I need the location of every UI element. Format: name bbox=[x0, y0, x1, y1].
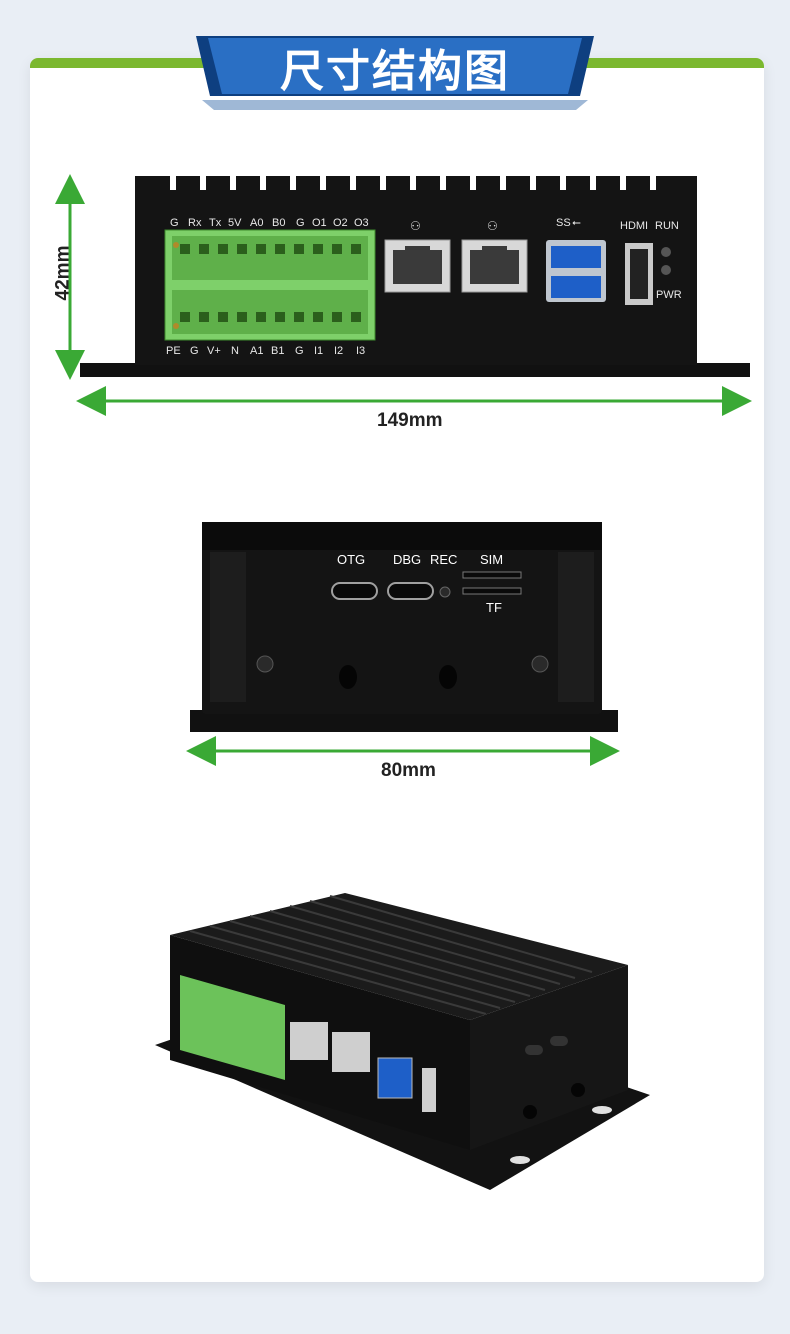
rec-label: REC bbox=[430, 552, 457, 567]
terminal-top-label: B0 bbox=[272, 217, 285, 229]
usb-port-3d bbox=[377, 1057, 413, 1099]
terminal-bottom-label: PE bbox=[166, 345, 181, 357]
terminal-top-label: 5V bbox=[228, 217, 242, 229]
terminal-top-label: G bbox=[296, 217, 305, 229]
hdmi-label: HDMI bbox=[620, 220, 648, 232]
terminal-bottom-label: G bbox=[190, 345, 199, 357]
hdmi-port-3d bbox=[422, 1068, 436, 1112]
terminal-top-label: Rx bbox=[188, 217, 202, 229]
terminal-bottom-label: I2 bbox=[334, 345, 343, 357]
network-icon: ⚇ bbox=[487, 219, 498, 233]
width-label: 80mm bbox=[381, 760, 436, 781]
mount-hole bbox=[439, 665, 457, 689]
fin-gaps bbox=[170, 176, 656, 190]
mount-hole-3d bbox=[571, 1083, 585, 1097]
terminal-top-label: O1 bbox=[312, 217, 327, 229]
run-led bbox=[661, 247, 671, 257]
terminal-top-labels: G Rx Tx 5V A0 B0 G O1 O2 O3 bbox=[170, 217, 369, 229]
base-hole bbox=[510, 1156, 530, 1164]
ethernet-port-3d bbox=[290, 1022, 328, 1060]
otg-label: OTG bbox=[337, 552, 365, 567]
base-hole bbox=[592, 1106, 612, 1114]
ethernet-port-1 bbox=[384, 239, 451, 293]
dbg-label: DBG bbox=[393, 552, 421, 567]
ethernet-port-3d bbox=[332, 1032, 370, 1072]
page-title: 尺寸结构图 bbox=[280, 47, 510, 96]
pwr-label: PWR bbox=[656, 289, 682, 301]
otg-port bbox=[331, 582, 378, 600]
terminal-bottom-label: I3 bbox=[356, 345, 365, 357]
usb-icon: ⭠ bbox=[572, 217, 581, 229]
terminal-bottom-label: V+ bbox=[207, 345, 221, 357]
sim-label: SIM bbox=[480, 552, 503, 567]
terminal-bottom-label: N bbox=[231, 345, 239, 357]
terminal-block bbox=[164, 229, 376, 341]
height-label: 42mm bbox=[52, 245, 74, 301]
terminal-top-label: G bbox=[170, 217, 179, 229]
terminal-bottom-label: I1 bbox=[314, 345, 323, 357]
terminal-bottom-label: G bbox=[295, 345, 304, 357]
length-label: 149mm bbox=[377, 410, 443, 431]
usbc-port-3d bbox=[550, 1036, 568, 1046]
mount-hole bbox=[339, 665, 357, 689]
terminal-top-label: Tx bbox=[209, 217, 222, 229]
usb-label: SS bbox=[556, 217, 571, 229]
usb-ports bbox=[546, 240, 606, 302]
mount-hole-3d bbox=[523, 1105, 537, 1119]
terminal-bottom-labels: PE G V+ N A1 B1 G I1 I2 I3 bbox=[166, 345, 365, 357]
tf-label: TF bbox=[486, 600, 502, 615]
terminal-top-label: O3 bbox=[354, 217, 369, 229]
network-icon: ⚇ bbox=[410, 219, 421, 233]
front-view-device: G Rx Tx 5V A0 B0 G O1 O2 O3 PE G V+ N A1… bbox=[80, 176, 750, 377]
tf-slot bbox=[462, 587, 522, 595]
hdmi-port bbox=[625, 243, 653, 305]
terminal-bottom-label: A1 bbox=[250, 345, 263, 357]
title-banner: 尺寸结构图 bbox=[196, 36, 594, 110]
rec-button bbox=[439, 586, 451, 598]
perspective-view-device bbox=[155, 893, 650, 1190]
sim-slot bbox=[462, 571, 522, 579]
usbc-port-3d bbox=[525, 1045, 543, 1055]
pwr-led bbox=[661, 265, 671, 275]
terminal-bottom-label: B1 bbox=[271, 345, 284, 357]
screw bbox=[531, 655, 549, 673]
side-labels: OTG DBG REC SIM TF bbox=[337, 552, 503, 615]
banner-shape bbox=[196, 36, 594, 110]
run-label: RUN bbox=[655, 220, 679, 232]
terminal-top-label: A0 bbox=[250, 217, 263, 229]
ethernet-port-2 bbox=[461, 239, 528, 293]
side-view-device bbox=[190, 522, 618, 732]
terminal-top-label: O2 bbox=[333, 217, 348, 229]
dbg-port bbox=[387, 582, 434, 600]
screw bbox=[256, 655, 274, 673]
